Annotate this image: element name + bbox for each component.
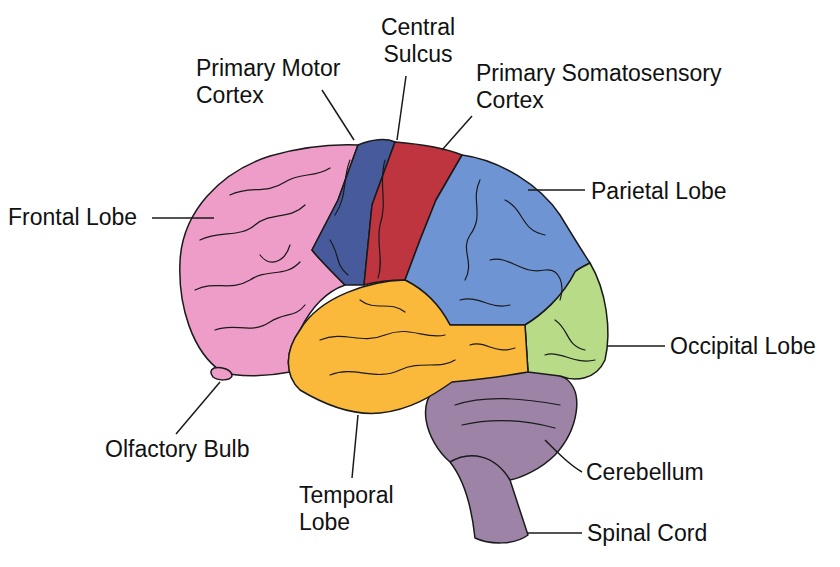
- part-label: Occipital Lobe: [670, 333, 835, 360]
- part-label: Olfactory Bulb: [105, 436, 305, 463]
- part-label: Spinal Cord: [587, 520, 787, 547]
- cerebellum: [426, 371, 577, 543]
- part-label: Primary Motor Cortex: [196, 55, 364, 109]
- part-label: Frontal Lobe: [8, 204, 158, 231]
- part-label: Parietal Lobe: [591, 178, 791, 205]
- part-label: Cerebellum: [586, 459, 786, 486]
- part-label: Temporal Lobe: [299, 482, 417, 536]
- temporal-lobe: [288, 280, 528, 413]
- olfactory-bulb: [211, 367, 232, 379]
- part-label: Central Sulcus: [363, 14, 473, 68]
- occipital-lobe: [525, 263, 608, 379]
- part-label: Primary Somatosensory Cortex: [476, 60, 766, 114]
